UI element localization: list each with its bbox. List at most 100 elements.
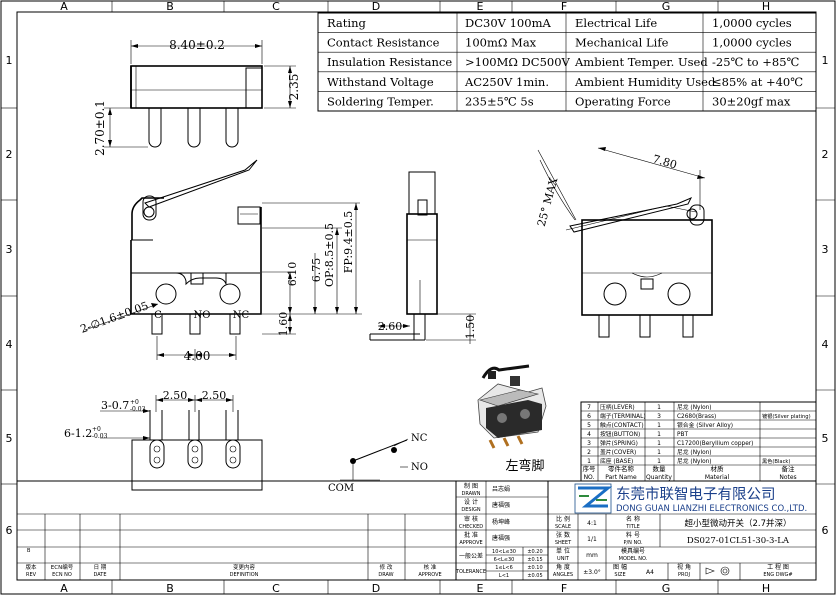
col-label: F — [561, 0, 567, 13]
tb-approve-name: 唐福强 — [492, 534, 510, 542]
tb-tol-val: ±0.15 — [527, 557, 542, 563]
spec-value: 100mΩ Max — [465, 36, 537, 50]
col-label: B — [166, 0, 174, 13]
company-name-cn: 东莞市联智电子有限公司 — [616, 486, 776, 503]
bom-note: 黑色(Black) — [762, 457, 790, 465]
company-name-en: DONG GUAN LIANZHI ELECTRONICS CO.,LTD. — [616, 504, 807, 514]
bom-material: PBT — [677, 432, 688, 438]
col-label: H — [762, 0, 770, 13]
spec-label: Operating Force — [575, 94, 671, 108]
bom-h-note-en: Notes — [779, 474, 796, 481]
top-view — [104, 40, 296, 148]
tb-rev-en: REV — [26, 572, 37, 578]
spec-value: AC250V 1min. — [464, 75, 549, 89]
row-label: 4 — [6, 338, 13, 351]
row-label: 2 — [6, 148, 13, 161]
bom-qty: 1 — [657, 440, 661, 447]
tb-tol-range: L<1 — [499, 573, 509, 579]
col-label: G — [662, 582, 671, 595]
bom-h-no-cn: 序号 — [583, 464, 597, 473]
col-label: A — [60, 0, 68, 13]
dim-6-75: 6.75 — [310, 258, 323, 283]
tb-scale-cn: 比 例 — [556, 515, 570, 523]
dim-fp: FP:9.4±0.5 — [342, 211, 355, 274]
tb-angle-en: ANGLES — [553, 572, 573, 578]
bom-h-note-cn: 备注 — [782, 464, 796, 473]
tb-date-en: DATE — [93, 572, 106, 578]
bom-part-name: 压柄(LEVER) — [600, 403, 635, 411]
dim-pin-12: 6-1.2 — [64, 427, 92, 440]
dim-2-70: 2.70±0.1 — [93, 100, 107, 156]
tb-sign-en: DRAW — [378, 572, 393, 578]
tb-product-title: 超小型微动开关（2.7并深） — [684, 518, 791, 529]
spec-label: Ambient Temper. Used — [574, 55, 708, 69]
tb-rev-b: B — [27, 548, 31, 554]
dim-4-00: 4.00 — [184, 349, 211, 363]
tb-pn-en: P/N NO. — [623, 540, 643, 546]
bom-qty: 1 — [657, 449, 661, 456]
spec-value: 1,0000 cycles — [712, 36, 792, 50]
tb-unit-en: UNIT — [557, 556, 570, 562]
bom-material: 银合金 (Silver Alloy) — [677, 421, 733, 429]
tb-check-name: 杨坤峰 — [492, 518, 510, 526]
title-block-grid — [16, 480, 817, 581]
bom-header: 序号 NO. 零件名称 Part Name 数量 Quantity 材质 Mat… — [583, 464, 797, 481]
tb-ecn-en: ECN NO — [52, 572, 72, 578]
tb-date-cn: 日 期 — [94, 564, 107, 571]
bom-part-name: 端子(TERMINAL) — [600, 412, 646, 420]
tb-size-val: A4 — [646, 569, 654, 576]
spec-value: 1,0000 cycles — [712, 16, 792, 30]
bom-h-mat-cn: 材质 — [711, 464, 725, 473]
spec-label: Ambient Humidity Used — [574, 75, 716, 89]
bom-h-name-en: Part Name — [605, 474, 637, 481]
dim-pitch-b: 2.50 — [202, 389, 227, 402]
bom-no: 4 — [587, 431, 591, 438]
row-label: 1 — [6, 54, 13, 67]
schematic-nc: NC — [411, 433, 428, 444]
terminal-c: C — [154, 310, 162, 321]
dim-pin-12-tol-up: +0 — [92, 426, 101, 433]
bom-no: 2 — [587, 449, 591, 456]
tb-appr-cn: 核 准 — [424, 563, 437, 571]
tb-approve-cn: 批 准 — [464, 531, 478, 539]
bom-part-name: 盖片(COVER) — [600, 448, 636, 456]
col-label: C — [272, 582, 280, 595]
dim-7-80: 7.80 — [651, 152, 678, 171]
terminal-nc: NC — [233, 310, 250, 321]
tb-eng-en: ENG DWG# — [763, 572, 792, 578]
schematic-no: NO — [411, 462, 428, 473]
bom-h-qty-cn: 数量 — [653, 464, 667, 473]
col-label: D — [372, 0, 380, 13]
spec-label: Mechanical Life — [575, 36, 669, 50]
dim-pin-12-tol-dn: -0.03 — [92, 433, 108, 440]
pcb-layout-view — [100, 395, 263, 491]
frame-labels: A B C D E F G H A B C D E F G H 1 2 3 4 … — [6, 0, 829, 595]
tb-angle-cn: 角 度 — [556, 563, 570, 571]
bom-material: C2680(Brass) — [677, 414, 716, 420]
dim-25-deg: 25° MAX — [535, 176, 561, 228]
bom-part-name: 按钮(BUTTON) — [600, 430, 640, 438]
title-block-text: 制 图 DRAWN 吕志娟 设 计 DESIGN 唐福强 审 核 CHECKED… — [25, 482, 792, 579]
projection-symbol-icon — [705, 566, 730, 576]
bom-no: 6 — [587, 413, 591, 420]
tb-sheet-en: SHEET — [555, 540, 572, 546]
row-label: 5 — [822, 432, 829, 445]
row-label: 2 — [822, 148, 829, 161]
tb-tol-val: ±0.20 — [527, 549, 542, 555]
tb-sign-cn: 修 改 — [380, 563, 393, 571]
bom-no: 7 — [587, 404, 591, 411]
tb-drawn-name: 吕志娟 — [492, 485, 510, 493]
bom-material: C17200(Beryllium copper) — [677, 441, 753, 447]
tb-title-cn: 名 称 — [626, 515, 640, 523]
company-logo — [574, 483, 613, 514]
bom-qty: 1 — [657, 404, 661, 411]
tb-tol-val: ±0.10 — [527, 565, 542, 571]
product-image — [477, 364, 547, 449]
bom-table — [580, 401, 817, 482]
spec-label: Electrical Life — [575, 16, 657, 30]
bom-note: 镀银(Silver plating) — [762, 412, 811, 420]
dim-holes: 2-∅1.6±0.05 — [79, 299, 151, 336]
col-label: E — [477, 0, 484, 13]
bom-no: 5 — [587, 422, 591, 429]
